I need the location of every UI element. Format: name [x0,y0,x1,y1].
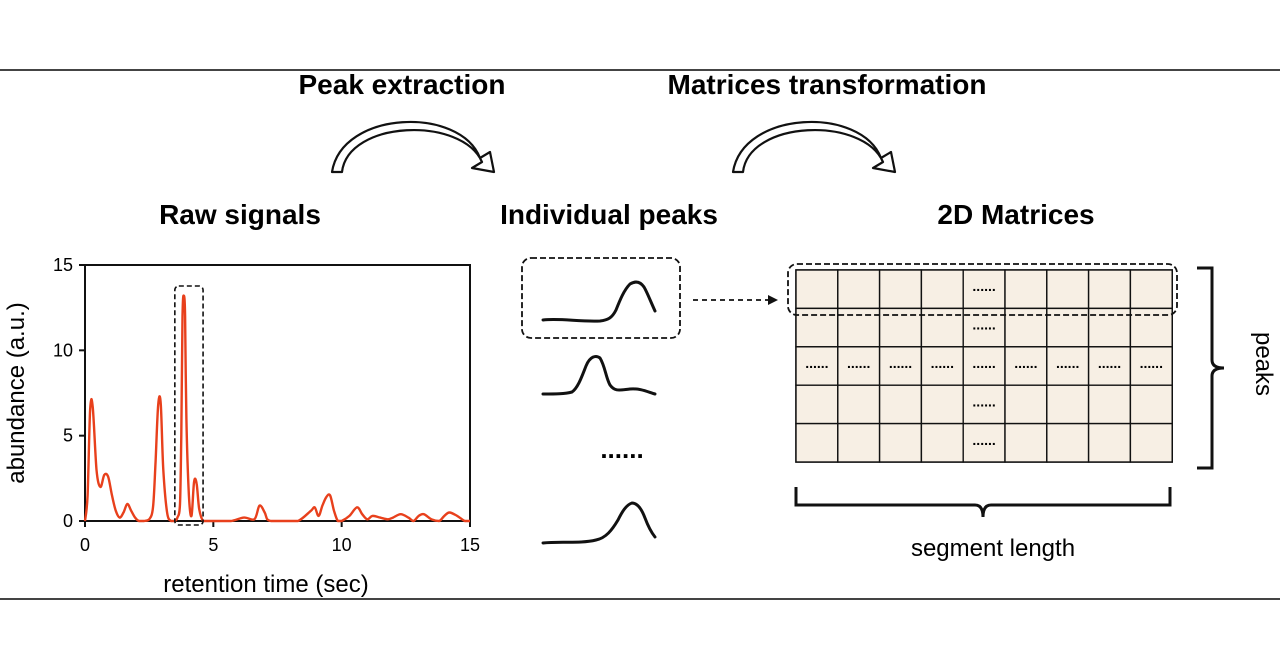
peak-trace-1 [541,280,657,323]
matrix-cell-ellipsis: ...... [972,432,995,448]
matrix-cell [1087,269,1132,310]
step-peak-extraction-label: Peak extraction [299,69,506,100]
step-matrices-transformation-label: Matrices transformation [668,69,987,100]
matrix-cell [1004,422,1048,463]
x-tick-label: 0 [80,535,90,555]
selected-peak-dashed-box [521,257,681,339]
matrix-cell-ellipsis: ...... [1098,355,1121,371]
y-tick-label: 15 [53,255,73,275]
matrix-cell-ellipsis: ...... [1014,355,1037,371]
matrix-cell-ellipsis: ...... [972,393,995,409]
segment-length-label: segment length [911,535,1075,562]
matrix-cell [795,269,839,310]
matrix-cell-ellipsis: ...... [1056,355,1079,371]
y-tick-label: 5 [63,426,73,446]
y-tick-label: 10 [53,340,73,360]
matrix-cell [1046,422,1090,463]
y-axis-ticks: 0 5 10 15 [53,255,85,531]
matrix-cell [878,269,923,310]
matrix-cell [962,269,1006,310]
chart-plot-frame [84,264,471,522]
peaks-brace-label: peaks [1250,332,1277,396]
first-row-dashed-box [787,263,1178,316]
matrix-cell-ellipsis: ...... [972,355,995,371]
peak-trace-3 [541,501,657,545]
matrix-cell [837,269,881,310]
matrix-cell [795,422,839,463]
matrix-cell [1046,384,1090,425]
y-tick-label: 0 [63,511,73,531]
peaks-ellipsis: ...... [600,434,643,464]
matrix-cell-ellipsis: ...... [889,355,912,371]
matrix-cell [1129,384,1173,425]
matrix-cell [837,422,881,463]
x-axis-ticks: 0 5 10 15 [80,521,480,555]
matrix-cell-ellipsis: ...... [847,355,870,371]
matrix-cell [920,422,964,463]
x-axis-label: retention time (sec) [163,571,368,598]
matrix-cell [1087,422,1132,463]
arrow-head-icon [768,295,778,305]
raw-signals-title: Raw signals [159,199,321,230]
y-axis-label: abundance (a.u.) [3,302,30,483]
matrix-cell [1046,346,1090,386]
matrix-cell [920,269,964,310]
matrix-cell [1087,384,1132,425]
matrix-cell-ellipsis: ...... [805,355,828,371]
right-curly-brace [1197,266,1225,470]
matrix-cell-ellipsis: ...... [931,355,954,371]
matrix-cell [1129,422,1173,463]
matrix-cell [878,307,923,348]
matrix-cell [1004,269,1048,310]
curved-arrow-icon [731,120,897,174]
matrix-cell [1046,269,1090,310]
matrix-cell-ellipsis: ...... [1140,355,1163,371]
matrix-cell [878,384,923,425]
matrix-cell [920,384,964,425]
individual-peaks-panel: ...... [521,257,778,545]
curved-arrow-icon [330,120,496,174]
matrix-cell [837,384,881,425]
raw-signal-chart: 0 5 10 15 0 5 10 15 retention time (sec) abund… [3,255,480,598]
bottom-curly-brace [794,487,1172,518]
x-tick-label: 5 [208,535,218,555]
signal-series-line [83,294,470,523]
x-tick-label: 15 [460,535,480,555]
matrix-cell [1004,384,1048,425]
peak-trace-2 [541,355,657,396]
matrix-cell [1004,346,1048,386]
individual-peaks-title: Individual peaks [500,199,718,230]
x-tick-label: 10 [332,535,352,555]
matrix-cell-ellipsis: ...... [972,317,995,333]
matrix-cell-ellipsis: ...... [972,278,995,294]
matrix-cell [878,422,923,463]
matrix-cell [795,384,839,425]
matrix-cell [962,384,1006,425]
extracted-peak-highlight-box [174,285,204,526]
matrix-cell [1129,269,1173,310]
matrices-title: 2D Matrices [937,199,1094,230]
matrix-grid: ........................................… [795,269,1174,463]
